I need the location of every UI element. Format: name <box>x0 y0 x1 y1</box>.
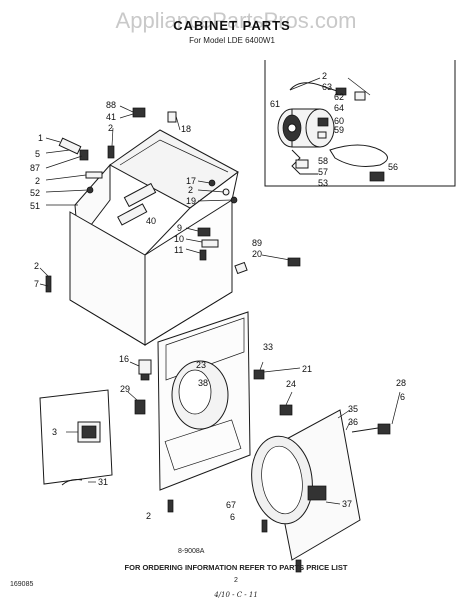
callout: 64 <box>334 103 344 113</box>
cord-icon <box>329 144 388 167</box>
bracket-icon <box>291 149 318 175</box>
screw-icon <box>295 559 302 573</box>
door-assembly-icon <box>251 409 361 561</box>
handwritten-note: 4/10 - C - 11 <box>213 591 258 599</box>
callout: 67 <box>226 500 236 510</box>
callout: 6 <box>230 512 235 522</box>
motor-inset <box>264 60 456 187</box>
plug-icon <box>369 171 385 182</box>
left-code: 169085 <box>10 581 33 588</box>
callout: 2 <box>188 185 193 195</box>
callout: 40 <box>146 216 156 226</box>
callout: 58 <box>318 156 328 166</box>
callout: 31 <box>98 477 108 487</box>
callout: 62 <box>334 92 344 102</box>
door-handle-icon <box>307 485 327 501</box>
callout: 2 <box>146 511 151 521</box>
callout: 3 <box>52 427 57 437</box>
callout-labels: 1 5 87 2 52 51 88 41 2 18 40 17 2 19 9 1… <box>30 71 406 522</box>
callout: 38 <box>198 378 208 388</box>
latch-icon <box>127 391 146 415</box>
callout: 16 <box>119 354 129 364</box>
hinge-hardware-icon <box>45 137 103 206</box>
page-number: 2 <box>234 577 238 584</box>
diagram-title: CABINET PARTS <box>173 18 290 33</box>
callout: 28 <box>396 378 406 388</box>
front-leg-icon <box>129 359 152 381</box>
callout: 23 <box>196 360 206 370</box>
callout: 52 <box>30 188 40 198</box>
callout: 6 <box>400 392 405 402</box>
callout: 17 <box>186 176 196 186</box>
callout: 60 <box>334 116 344 126</box>
callout: 51 <box>30 201 40 211</box>
screw-icon <box>167 499 174 513</box>
callout: 57 <box>318 167 328 177</box>
callout: 2 <box>34 261 39 271</box>
top-fasteners-icon <box>107 105 181 159</box>
callout: 61 <box>270 99 280 109</box>
watermark: AppliancePartsPros.com <box>116 8 357 33</box>
callout: 20 <box>252 249 262 259</box>
callout: 9 <box>177 223 182 233</box>
callout: 59 <box>334 125 344 135</box>
callout: 2 <box>35 176 40 186</box>
callout: 37 <box>342 499 352 509</box>
callout: 21 <box>302 364 312 374</box>
footer-note: FOR ORDERING INFORMATION REFER TO PARTS … <box>125 563 348 572</box>
switch-icon <box>354 91 366 101</box>
wire-harness-icon <box>289 82 341 93</box>
motor-icon <box>277 108 335 148</box>
door-hinge-icon <box>253 361 301 416</box>
callout: 63 <box>322 82 332 92</box>
callout: 2 <box>108 123 113 133</box>
callout: 41 <box>106 112 116 122</box>
callout: 36 <box>348 417 358 427</box>
callout: 33 <box>263 342 273 352</box>
cabinet-body-icon <box>69 129 239 346</box>
callout: 89 <box>252 238 262 248</box>
callout: 29 <box>120 384 130 394</box>
callout: 24 <box>286 379 296 389</box>
callout: 88 <box>106 100 116 110</box>
callout: 7 <box>34 279 39 289</box>
callout: 56 <box>388 162 398 172</box>
callout: 2 <box>322 71 327 81</box>
clip-icon <box>234 254 301 275</box>
screw-icon <box>261 519 268 533</box>
callout: 35 <box>348 404 358 414</box>
callout: 10 <box>174 234 184 244</box>
callout: 5 <box>35 149 40 159</box>
leveling-leg-icon <box>39 267 52 293</box>
right-fasteners-icon <box>197 179 238 204</box>
callout: 53 <box>318 178 328 188</box>
diagram-code: 8-9008A <box>178 548 205 555</box>
callout: 87 <box>30 163 40 173</box>
callout: 19 <box>186 196 196 206</box>
light-socket-inset <box>39 389 113 486</box>
callout: 1 <box>38 133 43 143</box>
door-switch-icon <box>185 227 219 261</box>
callout: 11 <box>174 245 183 255</box>
hinge-pin-icon <box>351 391 401 435</box>
front-panel-icon <box>157 311 251 491</box>
callout: 18 <box>181 124 191 134</box>
diagram-subtitle: For Model LDE 6400W1 <box>189 36 275 45</box>
